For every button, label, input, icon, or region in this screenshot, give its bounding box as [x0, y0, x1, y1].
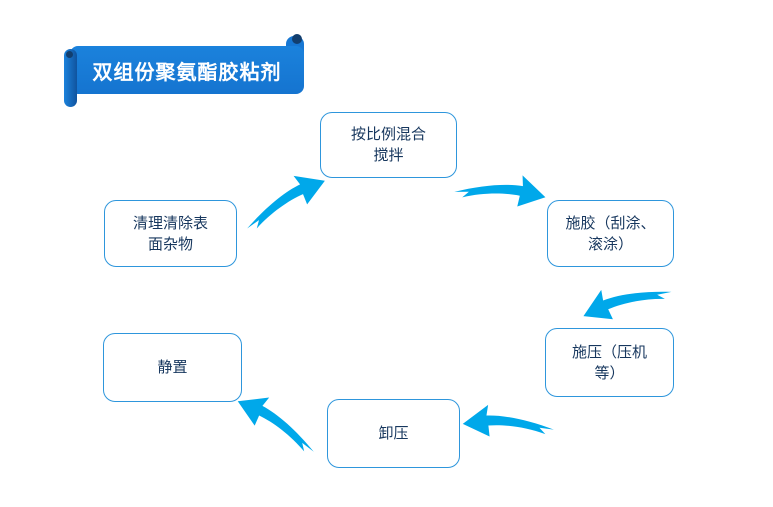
flow-node-label: 静置 [157, 359, 188, 376]
banner-band: 双组份聚氨酯胶粘剂 [70, 46, 304, 94]
flow-node-label: 按比例混合 搅拌 [350, 126, 426, 164]
flow-node-release-pressure: 卸压 [327, 399, 460, 468]
arrow-clean-to-mix-icon [247, 175, 325, 229]
flow-node-clean-surface: 清理清除表 面杂物 [104, 200, 237, 267]
flow-node-label: 清理清除表 面杂物 [132, 214, 208, 253]
banner-left-scroll-dot [66, 51, 73, 58]
arrow-glue-to-press-icon [583, 289, 672, 320]
arrow-release-to-rest-icon [237, 397, 314, 452]
title-banner: 双组份聚氨酯胶粘剂 [64, 33, 310, 109]
arrow-mix-to-glue-icon [454, 175, 546, 207]
banner-left-scroll [64, 49, 77, 107]
flow-node-apply-pressure: 施压（压机 等） [545, 328, 674, 397]
arrow-press-to-release-icon [462, 404, 554, 437]
diagram-title: 双组份聚氨酯胶粘剂 [92, 61, 282, 84]
flow-node-let-stand: 静置 [103, 333, 242, 402]
flow-node-label: 施胶（刮涂、 滚涂） [565, 214, 656, 253]
banner-right-scroll-dot [292, 34, 302, 44]
flow-node-label: 卸压 [378, 425, 409, 442]
flow-node-label: 施压（压机 等） [571, 343, 647, 382]
flow-node-apply-glue: 施胶（刮涂、 滚涂） [547, 200, 674, 267]
flow-node-mix-stir: 按比例混合 搅拌 [320, 112, 457, 178]
